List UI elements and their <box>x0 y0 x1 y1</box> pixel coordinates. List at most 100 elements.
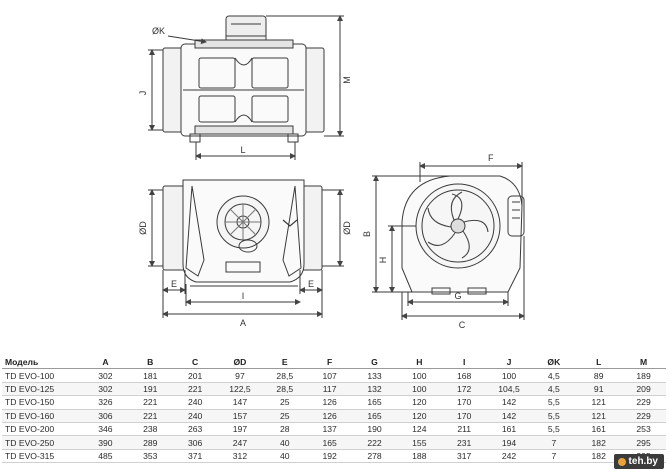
cell-value: 28 <box>262 422 308 437</box>
cell-value: 117 <box>307 382 353 397</box>
cell-value: 107 <box>307 368 353 383</box>
label-dk-top: ØK <box>152 26 165 36</box>
label-a: A <box>240 318 246 328</box>
cell-value: 295 <box>621 435 666 450</box>
cell-value: 302 <box>83 382 128 397</box>
cell-value: 161 <box>576 422 622 437</box>
cell-value: 209 <box>621 382 666 397</box>
cell-value: 122,5 <box>217 382 263 397</box>
label-j: J <box>138 91 148 96</box>
cell-value: 188 <box>396 449 442 464</box>
technical-drawings: ØK J M L <box>138 15 525 330</box>
cell-value: 371 <box>172 449 218 464</box>
cell-value: 28,5 <box>262 368 308 383</box>
cell-value: 142 <box>486 395 532 410</box>
cell-model: TD EVO-125 <box>2 382 83 397</box>
cell-value: 238 <box>127 422 173 437</box>
cell-value: 121 <box>576 395 622 410</box>
col-header-d: ØD <box>217 356 263 370</box>
cell-value: 172 <box>441 382 487 397</box>
cell-value: 40 <box>262 435 308 450</box>
label-d-right: ØD <box>342 221 352 235</box>
cell-value: 240 <box>172 409 218 423</box>
label-g: G <box>454 291 461 301</box>
cell-value: 253 <box>621 422 666 437</box>
cell-value: 211 <box>441 422 487 437</box>
cell-model: TD EVO-100 <box>2 368 83 383</box>
cell-value: 155 <box>396 435 442 450</box>
cell-value: 4,5 <box>531 368 577 383</box>
cell-value: 124 <box>396 422 442 437</box>
cell-value: 100 <box>396 382 442 397</box>
front-view-drawing <box>148 179 344 318</box>
cell-value: 247 <box>217 435 263 450</box>
cell-value: 312 <box>217 449 263 464</box>
label-f: F <box>488 153 494 163</box>
cell-value: 25 <box>262 395 308 410</box>
cell-value: 100 <box>396 368 442 383</box>
cell-value: 181 <box>127 368 173 383</box>
col-header-model: Модель <box>2 356 83 370</box>
cell-value: 390 <box>83 435 128 450</box>
cell-value: 89 <box>576 368 622 383</box>
cell-value: 5,5 <box>531 395 577 410</box>
cell-value: 161 <box>486 422 532 437</box>
cell-value: 190 <box>352 422 397 437</box>
label-b: B <box>362 231 372 237</box>
side-view-labels: F B H G C <box>362 153 494 330</box>
cell-value: 229 <box>621 409 666 423</box>
label-h: H <box>378 257 388 264</box>
cell-value: 201 <box>172 368 218 383</box>
label-c: C <box>459 320 466 330</box>
cell-model: TD EVO-315 <box>2 449 83 464</box>
table-header: Модель A B C ØD E F G H I J ØK L M <box>2 356 666 370</box>
label-e-right: E <box>308 279 314 289</box>
cell-value: 7 <box>531 435 577 450</box>
cell-model: TD EVO-150 <box>2 395 83 410</box>
col-header-g: G <box>352 356 397 370</box>
cell-value: 104,5 <box>486 382 532 397</box>
top-view-labels: ØK J M L <box>138 26 352 155</box>
label-d-left: ØD <box>138 221 148 235</box>
cell-value: 142 <box>486 409 532 423</box>
cell-value: 221 <box>127 409 173 423</box>
col-header-c: C <box>172 356 218 370</box>
cell-value: 182 <box>576 449 622 464</box>
col-header-i: I <box>441 356 487 370</box>
cell-model: TD EVO-250 <box>2 435 83 450</box>
cell-value: 353 <box>127 449 173 464</box>
cell-value: 317 <box>441 449 487 464</box>
cell-value: 133 <box>352 368 397 383</box>
cell-value: 170 <box>441 409 487 423</box>
cell-value: 126 <box>307 409 353 423</box>
cell-value: 120 <box>396 395 442 410</box>
watermark-logo-icon <box>617 457 626 466</box>
cell-value: 126 <box>307 395 353 410</box>
cell-value: 40 <box>262 449 308 464</box>
watermark-badge: teh.by <box>613 454 664 469</box>
label-i: I <box>242 291 245 301</box>
cell-value: 231 <box>441 435 487 450</box>
cell-value: 7 <box>531 449 577 464</box>
col-header-f: F <box>307 356 353 370</box>
cell-value: 165 <box>352 395 397 410</box>
col-header-e: E <box>262 356 308 370</box>
col-header-b: B <box>127 356 173 370</box>
cell-value: 91 <box>576 382 622 397</box>
watermark-text: teh.by <box>628 456 658 467</box>
cell-value: 170 <box>441 395 487 410</box>
cell-value: 157 <box>217 409 263 423</box>
cell-value: 263 <box>172 422 218 437</box>
col-header-l: L <box>576 356 622 370</box>
cell-value: 132 <box>352 382 397 397</box>
cell-value: 485 <box>83 449 128 464</box>
header-row: Модель A B C ØD E F G H I J ØK L M <box>2 356 666 370</box>
cell-value: 197 <box>217 422 263 437</box>
cell-model: TD EVO-160 <box>2 409 83 423</box>
cell-value: 5,5 <box>531 422 577 437</box>
